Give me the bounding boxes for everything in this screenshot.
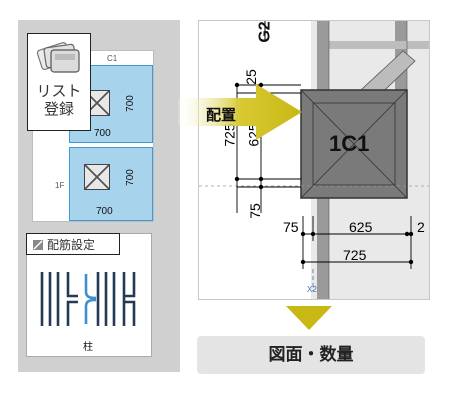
cell-width-label: 700	[94, 128, 111, 139]
cards-icon	[36, 42, 80, 73]
grid-label-g2: G2	[256, 21, 274, 43]
dim-725-horizontal: 725	[343, 247, 367, 263]
dim-75-horizontal: 75	[283, 219, 299, 235]
column-section-icon	[84, 164, 110, 190]
rebar-config-title-label: 配筋設定	[47, 238, 96, 252]
column-cell-lower[interactable]: 700 700	[69, 147, 153, 221]
cell-height-label: 700	[124, 169, 136, 186]
cell-height-label: 700	[124, 95, 136, 112]
column-header-label: C1	[107, 54, 118, 63]
place-label: 配置	[206, 107, 237, 124]
axis-label-x2: X2	[307, 285, 317, 294]
plan-drawing: G2 25 625 725 75 1C1 75 625 2 725 X2	[198, 20, 430, 300]
list-button-label-line2: 登録	[43, 101, 74, 118]
list-button-label-line1: リスト	[36, 83, 82, 100]
rebar-config-caption: 柱	[83, 342, 93, 353]
dim-25: 25	[242, 69, 259, 85]
dim-75-vertical: 75	[246, 203, 263, 219]
drawing-canvas	[199, 21, 429, 299]
cell-width-label: 700	[96, 206, 113, 217]
place-arrow-icon	[178, 84, 302, 140]
rebar-config-title[interactable]: 配筋設定	[26, 233, 120, 255]
down-arrow-icon	[286, 306, 332, 330]
column-label-1c1: 1C1	[329, 131, 370, 156]
list-register-button[interactable]: リスト 登録	[27, 33, 91, 131]
rebar-settings-icon	[33, 240, 43, 250]
floor-label: 1F	[55, 181, 65, 190]
rebar-pattern-icon	[40, 272, 136, 326]
dim-2-horizontal: 2	[417, 219, 425, 235]
drawing-quantity-label: 図面・数量	[197, 336, 425, 374]
dim-625-horizontal: 625	[349, 219, 373, 235]
